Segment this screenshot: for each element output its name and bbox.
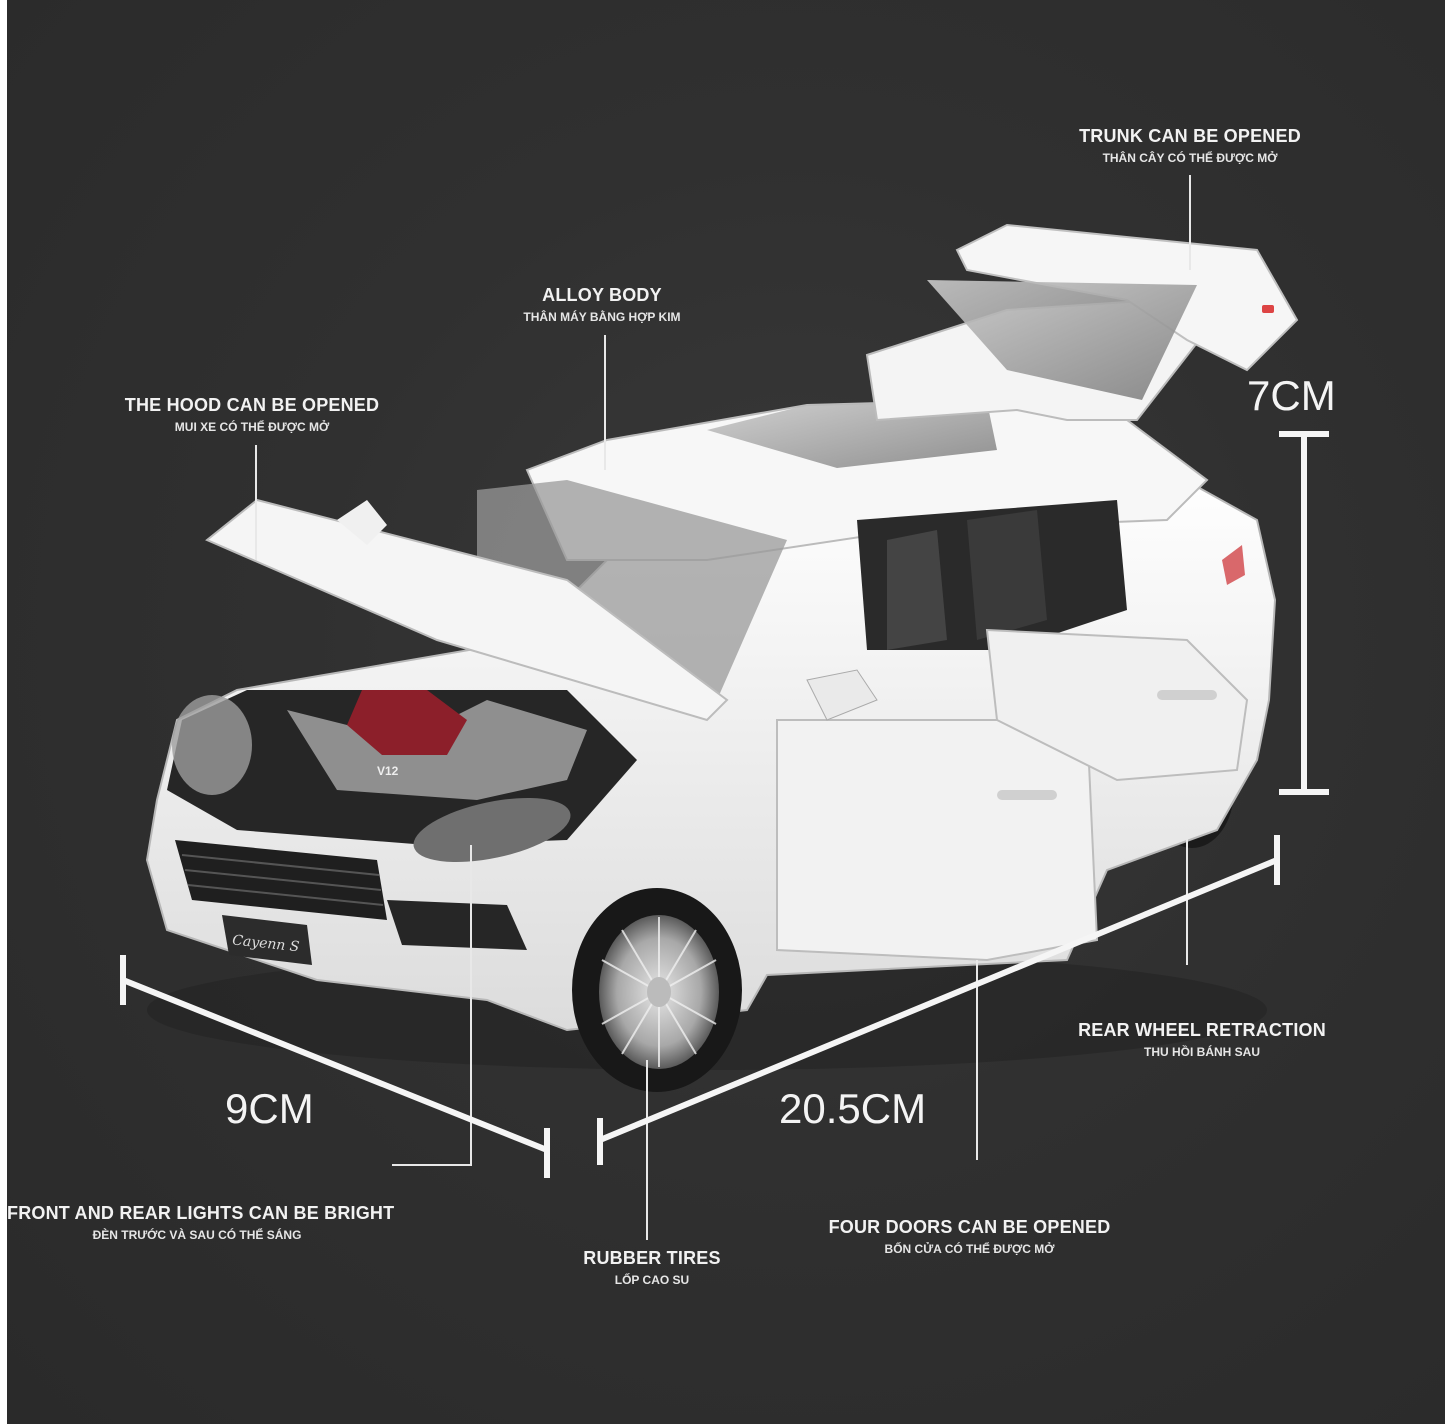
svg-text:Cayenn S: Cayenn S [231, 932, 300, 955]
feature-trunk: TRUNK CAN BE OPENED THÂN CÂY CÓ THỂ ĐƯỢC… [1060, 126, 1320, 165]
car-illustration: V12 Cayenn S [145, 223, 1299, 1092]
feature-title: FOUR DOORS CAN BE OPENED [828, 1217, 1111, 1237]
feature-rear-wheel: REAR WHEEL RETRACTION THU HỒI BÁNH SAU [1067, 1020, 1337, 1059]
width-dimension-bar [120, 955, 550, 1178]
feature-subtitle: BỐN CỬA CÓ THỂ ĐƯỢC MỞ [884, 1242, 1055, 1256]
length-dimension-bar [597, 835, 1280, 1165]
model-badge: Cayenn S [222, 915, 312, 965]
feature-subtitle: LỐP CAO SU [614, 1273, 690, 1287]
height-dimension-bar [1279, 431, 1329, 795]
feature-subtitle: THÂN CÂY CÓ THỂ ĐƯỢC MỞ [1102, 151, 1278, 165]
feature-subtitle: MUI XE CÓ THỂ ĐƯỢC MỞ [174, 420, 330, 434]
feature-tires: RUBBER TIRES LỐP CAO SU [572, 1248, 732, 1287]
feature-title: TRUNK CAN BE OPENED [1079, 126, 1301, 146]
lights-leader-line [392, 845, 472, 1166]
svg-text:V12: V12 [377, 764, 399, 778]
feature-title: RUBBER TIRES [583, 1248, 721, 1268]
length-dimension-label: 20.5CM [779, 1085, 927, 1132]
height-dimension-label: 7CM [1247, 372, 1336, 419]
front-wheel [572, 888, 742, 1092]
feature-hood: THE HOOD CAN BE OPENED MUI XE CÓ THỂ ĐƯỢ… [112, 395, 392, 434]
feature-title: THE HOOD CAN BE OPENED [124, 395, 380, 415]
feature-doors: FOUR DOORS CAN BE OPENED BỐN CỬA CÓ THỂ … [817, 1217, 1122, 1256]
feature-subtitle: THU HỒI BÁNH SAU [1144, 1045, 1260, 1059]
feature-title: FRONT AND REAR LIGHTS CAN BE BRIGHT [7, 1203, 395, 1223]
product-infographic: V12 Cayenn S [7, 0, 1445, 1424]
width-dimension-label: 9CM [225, 1085, 314, 1132]
feature-lights: FRONT AND REAR LIGHTS CAN BE BRIGHT ĐÈN … [7, 1203, 395, 1242]
feature-title: REAR WHEEL RETRACTION [1078, 1020, 1326, 1040]
feature-title: ALLOY BODY [542, 285, 662, 305]
feature-subtitle: ĐÈN TRƯỚC VÀ SAU CÓ THỂ SÁNG [92, 1228, 302, 1242]
annotation-lines [120, 175, 1329, 1240]
feature-subtitle: THÂN MÁY BẰNG HỢP KIM [523, 310, 681, 324]
feature-alloy-body: ALLOY BODY THÂN MÁY BẰNG HỢP KIM [492, 285, 712, 324]
